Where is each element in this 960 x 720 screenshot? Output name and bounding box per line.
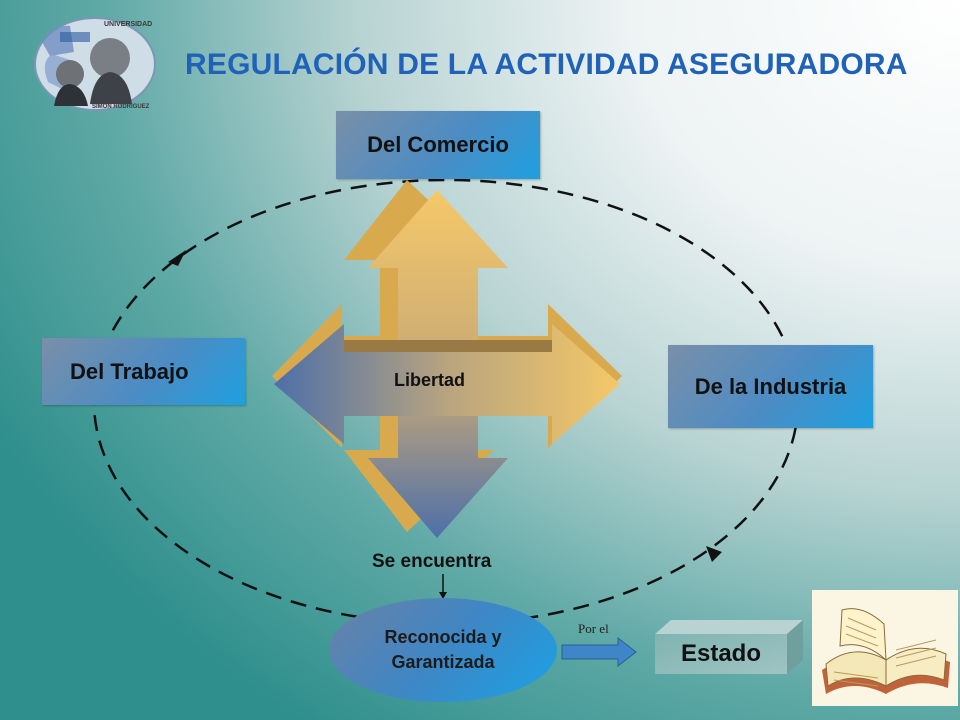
- university-logo: UNIVERSIDAD SIMON RODRIGUEZ: [34, 17, 156, 111]
- cycle-arrowhead-left: [168, 250, 186, 266]
- node-de-la-industria: De la Industria: [668, 345, 873, 428]
- node-del-comercio: Del Comercio: [336, 111, 540, 179]
- page-title: REGULACIÓN DE LA ACTIVIDAD ASEGURADORA: [185, 48, 908, 81]
- cycle-arrowhead-right: [706, 546, 722, 562]
- label-por-el: Por el: [578, 621, 609, 636]
- reconocida-line-2: Garantizada: [391, 652, 495, 672]
- reconocida-line-1: Reconocida y: [384, 627, 502, 647]
- label-se-encuentra: Se encuentra: [372, 551, 492, 572]
- node-del-trabajo: Del Trabajo: [42, 338, 245, 405]
- logo-arc-text-top: UNIVERSIDAD: [104, 21, 152, 28]
- center-label-libertad: Libertad: [394, 370, 466, 390]
- arrow-to-estado: [561, 636, 637, 668]
- node-reconocida-garantizada: Reconocida y Garantizada: [329, 598, 557, 702]
- four-way-arrow: [272, 180, 622, 538]
- estado-box: [655, 620, 803, 674]
- open-book-icon: [812, 590, 958, 706]
- logo-arc-text-bottom: SIMON RODRIGUEZ: [92, 104, 150, 110]
- node-estado-label: Estado: [680, 640, 761, 667]
